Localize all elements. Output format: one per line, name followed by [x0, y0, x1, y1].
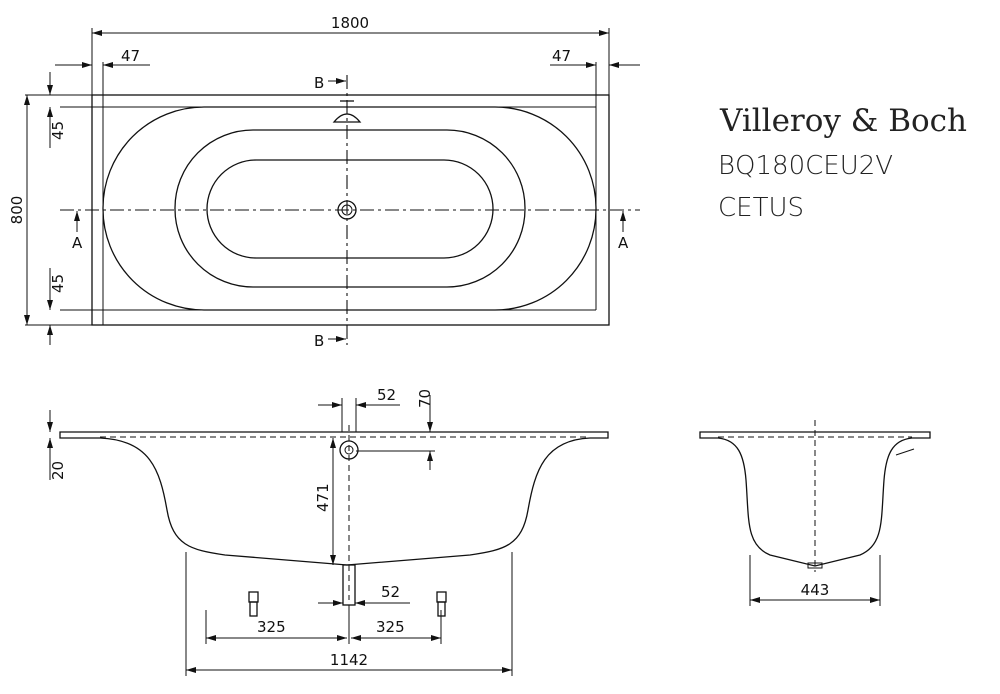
dim-overflow-offset: 52	[377, 386, 396, 404]
end-view: 443	[699, 420, 931, 606]
section-a-left-label: A	[72, 234, 83, 252]
middle-oval	[174, 129, 526, 288]
overflow-icon	[332, 100, 362, 123]
dim-depth-to-drain: 471	[314, 483, 332, 512]
dim-rim-bottom: 45	[49, 274, 67, 293]
dim-drain-diameter: 52	[381, 583, 400, 601]
title-block: Villeroy & Boch BQ180CEU2V CETUS	[718, 103, 967, 223]
section-b-bottom-label: B	[314, 332, 324, 350]
brand-logo: Villeroy & Boch	[719, 103, 967, 139]
tub-profile	[59, 431, 609, 566]
dim-rim-right: 47	[552, 47, 571, 65]
series-name: CETUS	[718, 193, 804, 223]
section-b-top-label: B	[314, 74, 324, 92]
tub-end-profile	[699, 431, 931, 567]
dim-foot-right: 325	[376, 618, 405, 636]
model-code: BQ180CEU2V	[718, 151, 893, 181]
dim-foot-left: 325	[257, 618, 286, 636]
dim-base-length: 1142	[330, 651, 368, 669]
dim-length: 1800	[331, 14, 369, 32]
section-a-right-label: A	[618, 234, 629, 252]
overflow-icon	[339, 440, 359, 460]
dim-overflow-height: 70	[416, 389, 434, 408]
dim-rim-left: 47	[121, 47, 140, 65]
dim-rim-thickness: 20	[49, 461, 67, 480]
dim-end-base-width: 443	[801, 581, 830, 599]
dim-rim-top: 45	[49, 121, 67, 140]
foot-left-icon	[248, 591, 259, 617]
drain-icon	[337, 200, 357, 220]
outer-rim-oval	[102, 106, 597, 311]
side-view: 20 52 70 471 52 325 325 1142	[47, 386, 609, 676]
basin-oval	[206, 159, 494, 259]
dim-width: 800	[8, 196, 26, 225]
top-view: 1800 47 47 800 45 45 B B A A	[8, 14, 640, 350]
